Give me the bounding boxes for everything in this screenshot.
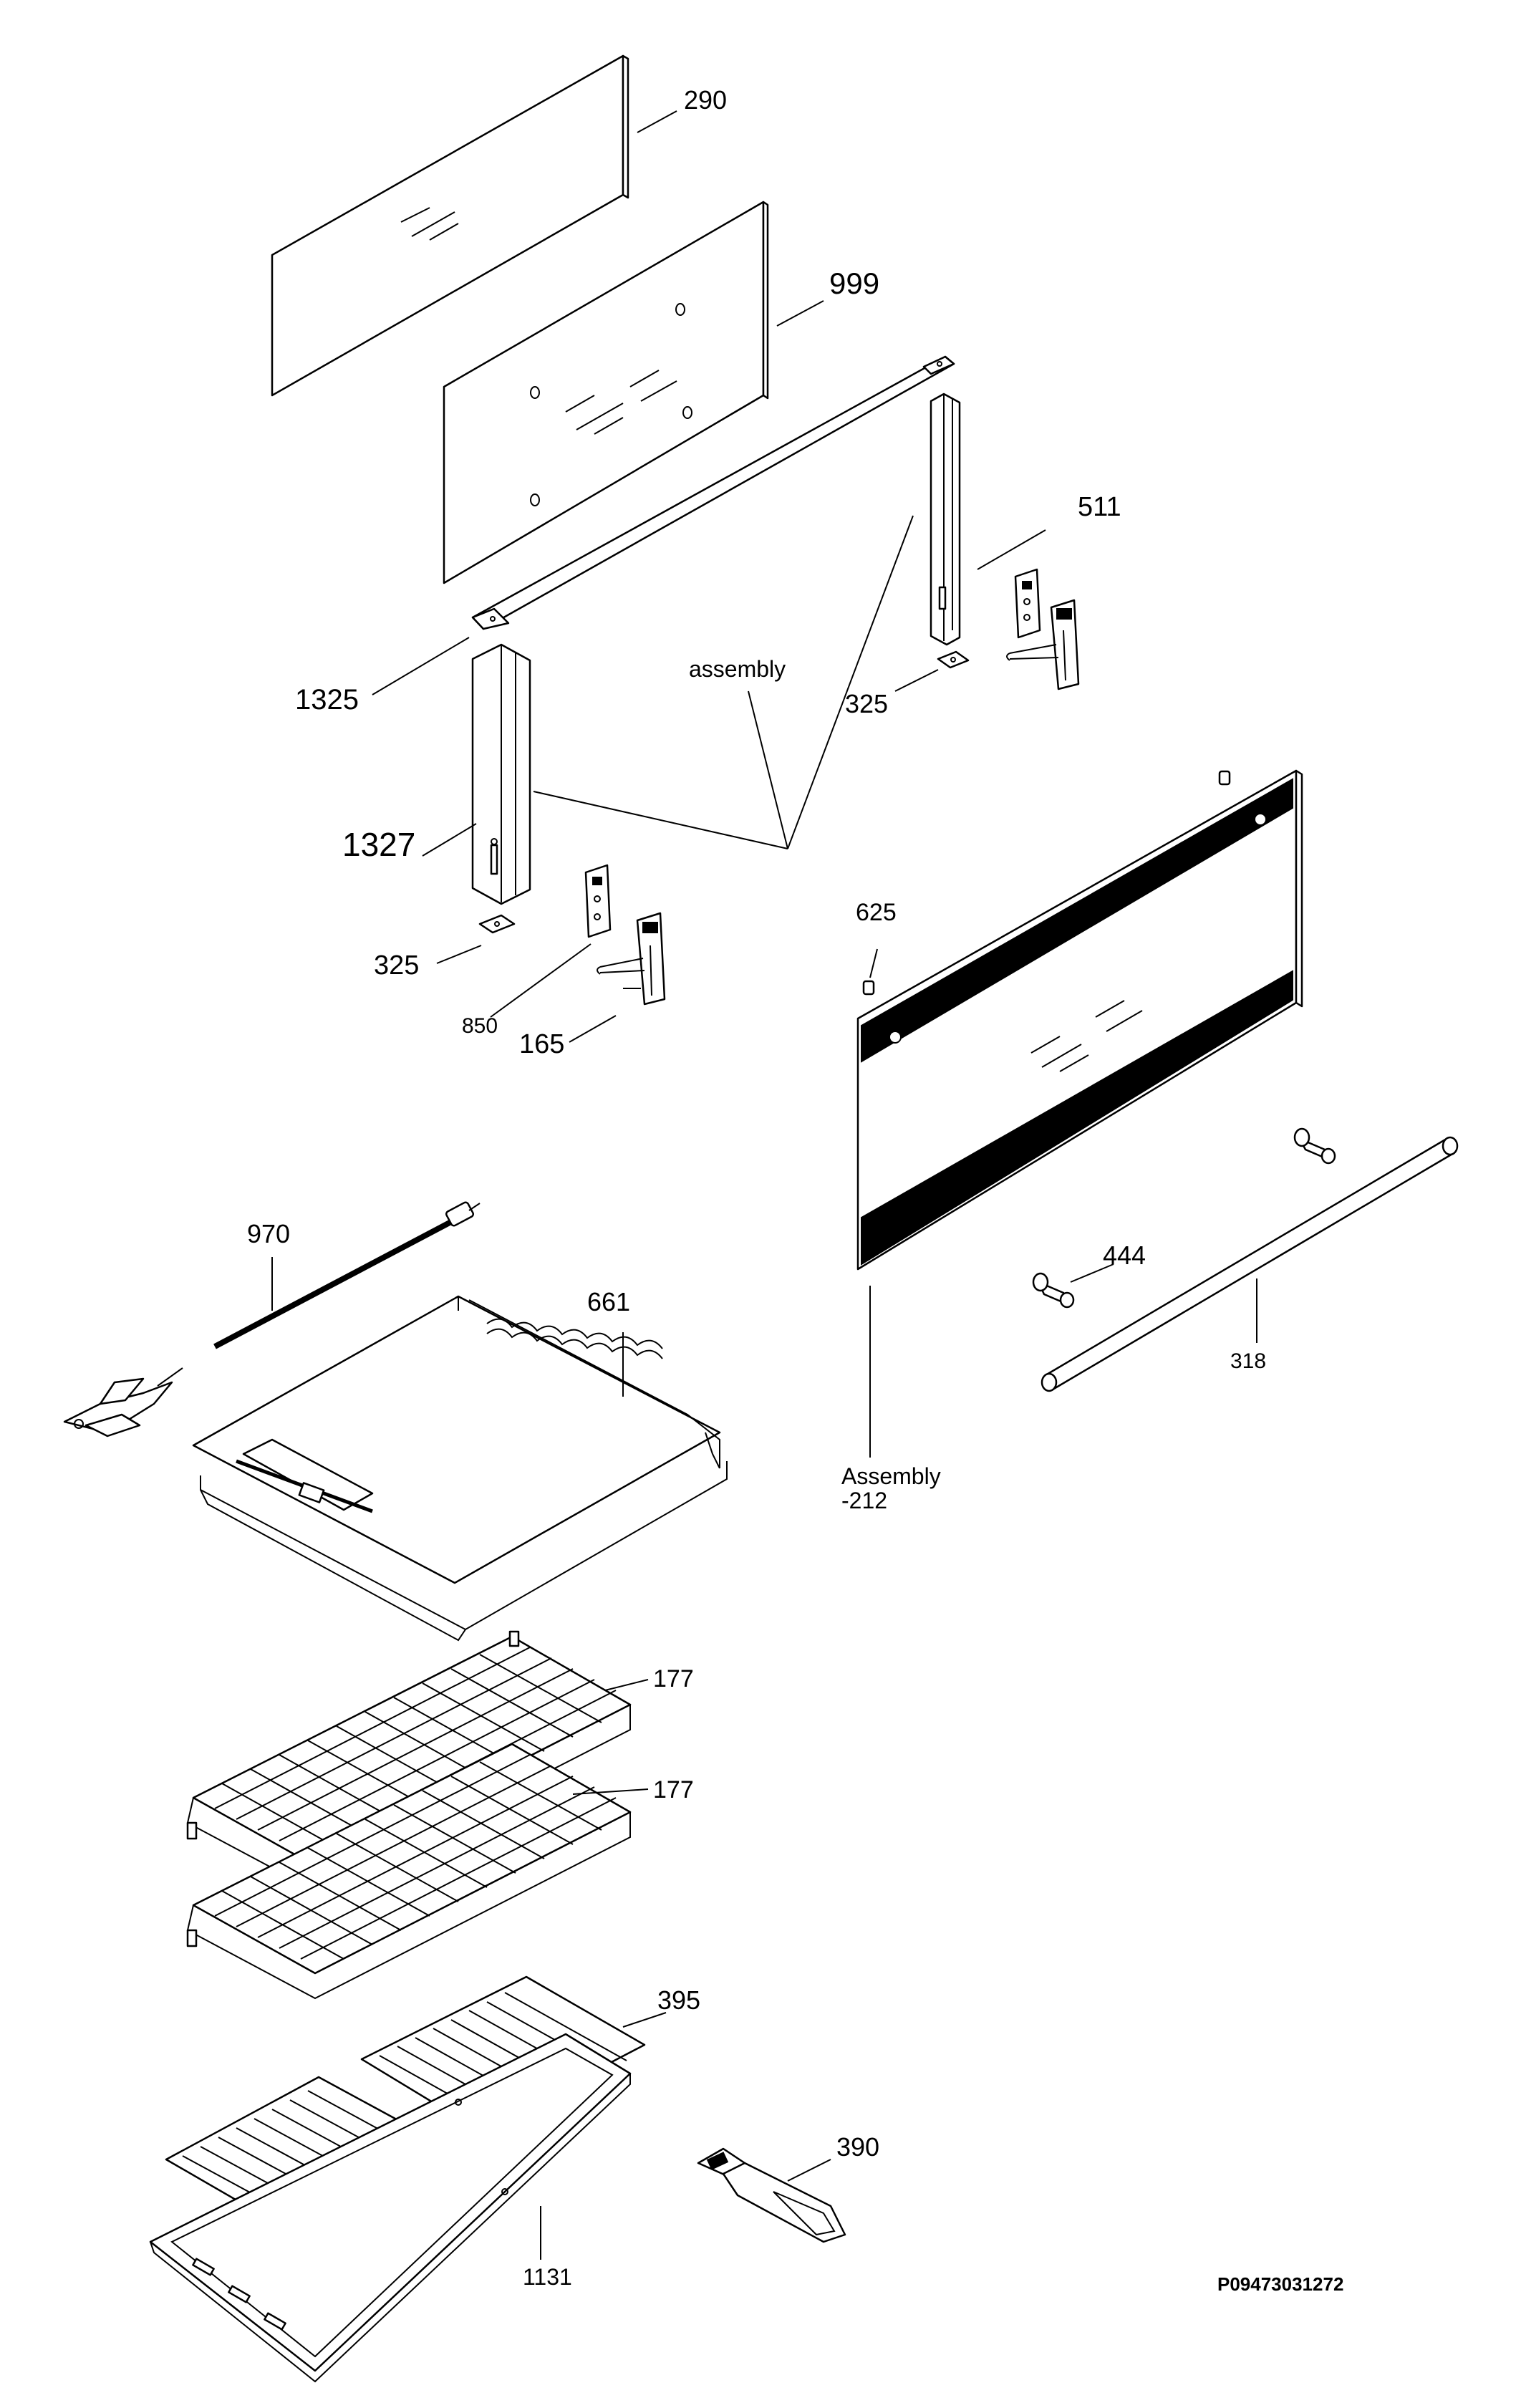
part-labels: 290 999 511 1325 assembly 325 1327 325 8… — [247, 85, 1343, 2295]
label-970: 970 — [247, 1219, 290, 1248]
label-999: 999 — [829, 266, 879, 300]
handle-318 — [1041, 1136, 1459, 1392]
label-661: 661 — [587, 1287, 630, 1316]
standoff-444-right — [1293, 1127, 1336, 1165]
hinge-850 — [584, 864, 612, 938]
diagram-code: P09473031272 — [1217, 2273, 1343, 2295]
label-395: 395 — [657, 1985, 700, 2015]
label-625: 625 — [856, 899, 897, 926]
label-325-lower: 325 — [374, 950, 419, 981]
label-325-upper: 325 — [845, 689, 888, 718]
standoff-444-left — [1032, 1272, 1075, 1309]
glass-panel-290 — [271, 54, 629, 397]
label-assembly: assembly — [689, 656, 786, 682]
nut-625-top — [1218, 770, 1231, 786]
label-850: 850 — [462, 1014, 498, 1038]
top-strip-1325 — [471, 355, 955, 630]
wire-shelf-177-lower — [186, 1743, 632, 2000]
label-318: 318 — [1230, 1349, 1266, 1373]
glass-panel-999 — [443, 201, 769, 584]
right-channel-assembly — [930, 392, 970, 669]
label-390: 390 — [836, 2132, 879, 2162]
label-assembly-212-line2: -212 — [841, 1488, 887, 1513]
left-channel-1327 — [471, 643, 531, 905]
label-290: 290 — [684, 85, 727, 115]
label-assembly-212-line1: Assembly — [841, 1463, 941, 1489]
label-1131: 1131 — [523, 2264, 572, 2290]
label-177-lower: 177 — [653, 1776, 694, 1803]
door-assembly-212 — [856, 769, 1303, 1271]
label-1327: 1327 — [342, 826, 415, 863]
leader-lines — [271, 110, 1257, 2260]
label-444: 444 — [1103, 1241, 1146, 1270]
grip-tool-390 — [697, 2147, 846, 2243]
rotisserie-spit-970 — [63, 1201, 481, 1437]
label-511: 511 — [1078, 492, 1121, 522]
hinge-165 — [597, 912, 666, 1006]
tray-frame-1131 — [149, 2033, 632, 2383]
hinge-511 — [1006, 568, 1080, 690]
nut-625 — [862, 980, 875, 996]
label-1325: 1325 — [295, 684, 359, 716]
plate-325-lower — [478, 914, 516, 934]
label-177-upper: 177 — [653, 1665, 694, 1692]
rotisserie-frame-661 — [192, 1295, 728, 1642]
label-165: 165 — [519, 1029, 564, 1059]
